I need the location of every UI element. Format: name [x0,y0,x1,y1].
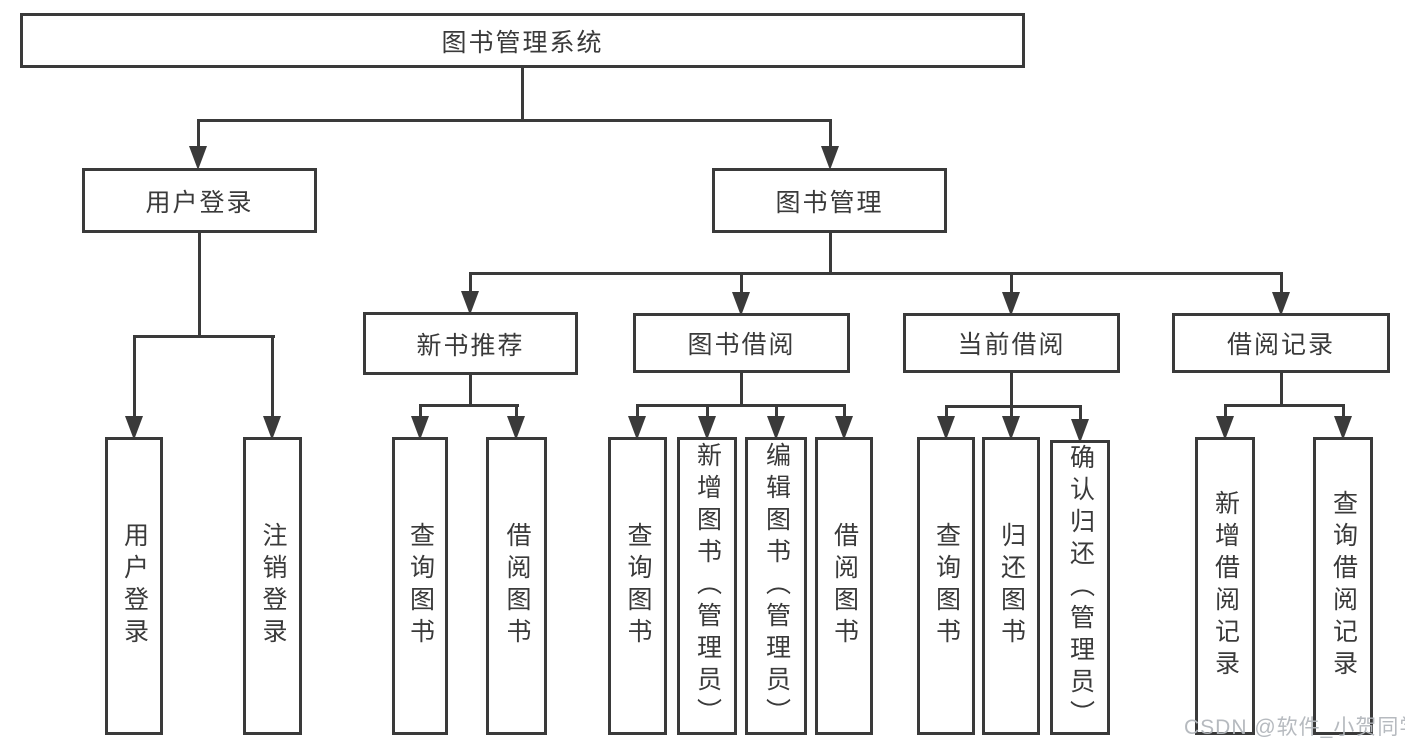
connector-arrow-shaft [514,405,518,420]
connector-arrow-shaft [842,405,846,420]
leaf-label: 用户登录 [120,522,149,650]
leaf-label: 归还图书 [997,522,1026,650]
arrow-down-icon [1216,416,1234,440]
connector-book-borrow-bus [635,403,846,407]
leaf-node-edit-books-admin: 编辑图书（管理员） [745,437,807,735]
csdn-watermark: CSDN @软件_小贺同学 [1184,716,1405,739]
arrow-down-icon [461,291,479,315]
connector-arrow-shaft [418,405,422,420]
connector-new-book-bus [418,403,519,407]
leaf-label: 确认归还（管理员） [1066,443,1095,732]
branch-node-user-login: 用户登录 [82,168,317,233]
leaf-node-query-books-borrow: 查询图书 [608,437,667,735]
group-node-current-borrowing: 当前借阅 [903,313,1120,373]
connector-arrow-shaft [1009,273,1013,296]
connector-borrow-record-stub [1279,373,1283,405]
leaf-node-query-books-current: 查询图书 [917,437,975,735]
leaf-node-add-books-admin: 新增图书（管理员） [677,437,737,735]
arrow-down-icon [189,146,207,170]
arrow-down-icon [628,416,646,440]
arrow-down-icon [263,416,281,440]
connector-book-mgmt-stub [828,233,832,273]
arrow-down-icon [411,416,429,440]
connector-arrow-shaft [705,405,709,420]
connector-arrow-shaft [1009,406,1013,420]
connector-book-borrow-stub [739,373,743,405]
connector-arrow-shaft [774,405,778,420]
arrow-down-icon [1002,416,1020,440]
connector-arrow-shaft [635,405,639,420]
leaf-label: 查询图书 [406,522,435,650]
connector-arrow-shaft [132,336,136,420]
arrow-down-icon [821,146,839,170]
connector-root-stub [520,68,524,120]
leaf-node-borrow-books-recommend: 借阅图书 [486,437,547,735]
connector-arrow-shaft [1078,406,1082,423]
arrow-down-icon [1334,416,1352,440]
arrow-down-icon [937,416,955,440]
root-node-library-management-system: 图书管理系统 [20,13,1025,68]
leaf-node-confirm-return-admin: 确认归还（管理员） [1050,440,1110,735]
leaf-node-return-books: 归还图书 [982,437,1040,735]
connector-user-login-bus [132,334,275,338]
connector-arrow-shaft [1341,405,1345,420]
connector-level2-bus [468,271,1283,275]
connector-user-login-stub [197,233,201,336]
connector-new-book-stub [468,375,472,405]
connector-arrow-shaft [1279,273,1283,296]
group-node-borrowing-records: 借阅记录 [1172,313,1390,373]
arrow-down-icon [698,416,716,440]
leaf-label: 借阅图书 [830,522,859,650]
connector-arrow-shaft [739,273,743,296]
connector-borrow-record-bus [1223,403,1345,407]
group-node-book-borrowing: 图书借阅 [633,313,850,373]
arrow-down-icon [732,292,750,316]
leaf-label: 编辑图书（管理员） [762,442,791,730]
group-node-new-book-recommendation: 新书推荐 [363,312,578,375]
leaf-node-query-borrow-record: 查询借阅记录 [1313,437,1373,735]
leaf-label: 新增借阅记录 [1211,490,1240,682]
leaf-label: 注销登录 [259,522,287,650]
connector-arrow-shaft [468,273,472,295]
leaf-node-logout: 注销登录 [243,437,302,735]
connector-arrow-shaft [828,120,832,150]
arrow-down-icon [507,416,525,440]
connector-arrow-shaft [944,406,948,420]
leaf-node-query-books-recommend: 查询图书 [392,437,448,735]
arrow-down-icon [125,416,143,440]
leaf-label: 查询借阅记录 [1329,490,1358,682]
connector-current-borrow-stub [1009,373,1013,406]
connector-arrow-shaft [270,336,274,420]
leaf-label: 新增图书（管理员） [693,442,722,730]
arrow-down-icon [1272,292,1290,316]
branch-node-book-management: 图书管理 [712,168,947,233]
leaf-label: 查询图书 [624,522,652,650]
leaf-label: 查询图书 [932,522,961,650]
connector-level1-bus [196,118,832,122]
connector-arrow-shaft [196,120,200,150]
arrow-down-icon [1071,419,1089,443]
connector-arrow-shaft [1223,405,1227,420]
connector-current-borrow-bus [944,404,1082,408]
leaf-node-user-login: 用户登录 [105,437,163,735]
arrow-down-icon [767,416,785,440]
arrow-down-icon [1002,292,1020,316]
leaf-label: 借阅图书 [503,522,531,650]
leaf-node-borrow-books: 借阅图书 [815,437,873,735]
leaf-node-add-borrow-record: 新增借阅记录 [1195,437,1255,735]
arrow-down-icon [835,416,853,440]
